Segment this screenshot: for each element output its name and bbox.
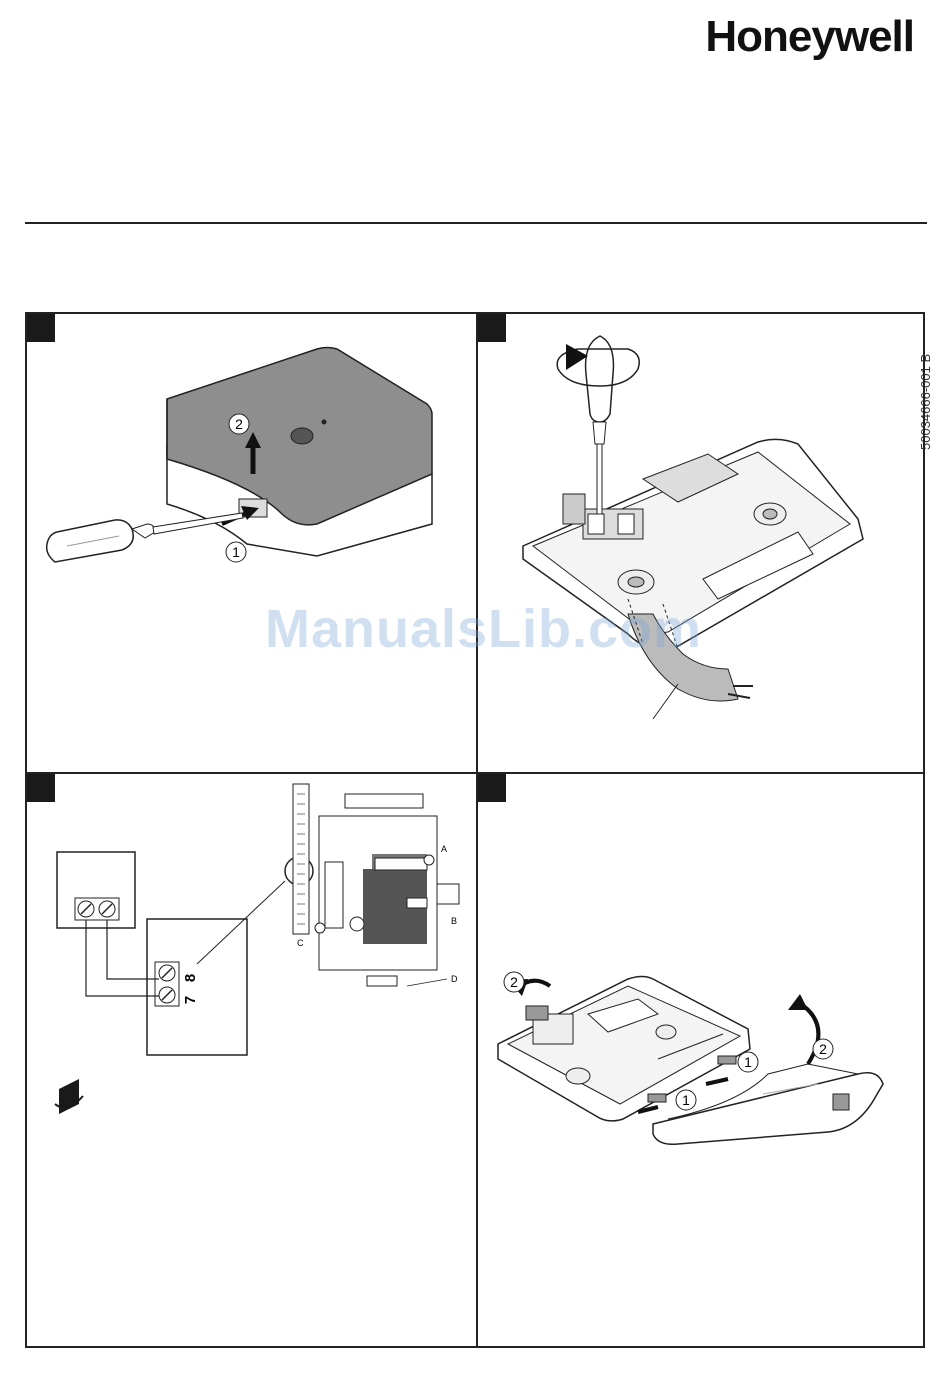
watermark: ManualsLib.com [265, 598, 702, 660]
callout-2: 2 [235, 416, 243, 432]
cover-button [291, 428, 313, 444]
wiring-illustration [478, 314, 927, 772]
callout-1: 1 [232, 544, 240, 560]
header-rule [25, 222, 927, 224]
instruction-grid: 2 1 [25, 312, 925, 1348]
board-label-d: D [451, 974, 458, 984]
screwdriver [47, 513, 243, 562]
board-label-b: B [451, 916, 457, 926]
callout-1b: 1 [682, 1092, 690, 1108]
panel-close-cover: 2 2 1 1 [478, 774, 927, 1348]
manual-icon [55, 1079, 83, 1114]
led-dot [322, 420, 327, 425]
brand-logo: Honeywell [705, 12, 914, 62]
board-label-a: A [441, 844, 447, 854]
callout-2b: 2 [819, 1041, 827, 1057]
terminal-7-label: 7 [182, 996, 199, 1004]
panel-terminal-wiring: 8 7 A B [27, 774, 476, 1348]
terminal-diagram: 8 7 A B [27, 774, 476, 1348]
panel-open-cover: 2 1 [27, 314, 476, 772]
callout-2a: 2 [510, 974, 518, 990]
cable-leader-line [653, 684, 678, 719]
callout-1a: 1 [744, 1054, 752, 1070]
terminal-8-label: 8 [182, 974, 199, 982]
panel-screw-wiring [478, 314, 927, 772]
closing-illustration: 2 2 1 1 [478, 774, 927, 1348]
cover-illustration: 2 1 [27, 314, 476, 772]
board-label-c: C [297, 938, 304, 948]
screwdriver-vertical [586, 336, 614, 514]
